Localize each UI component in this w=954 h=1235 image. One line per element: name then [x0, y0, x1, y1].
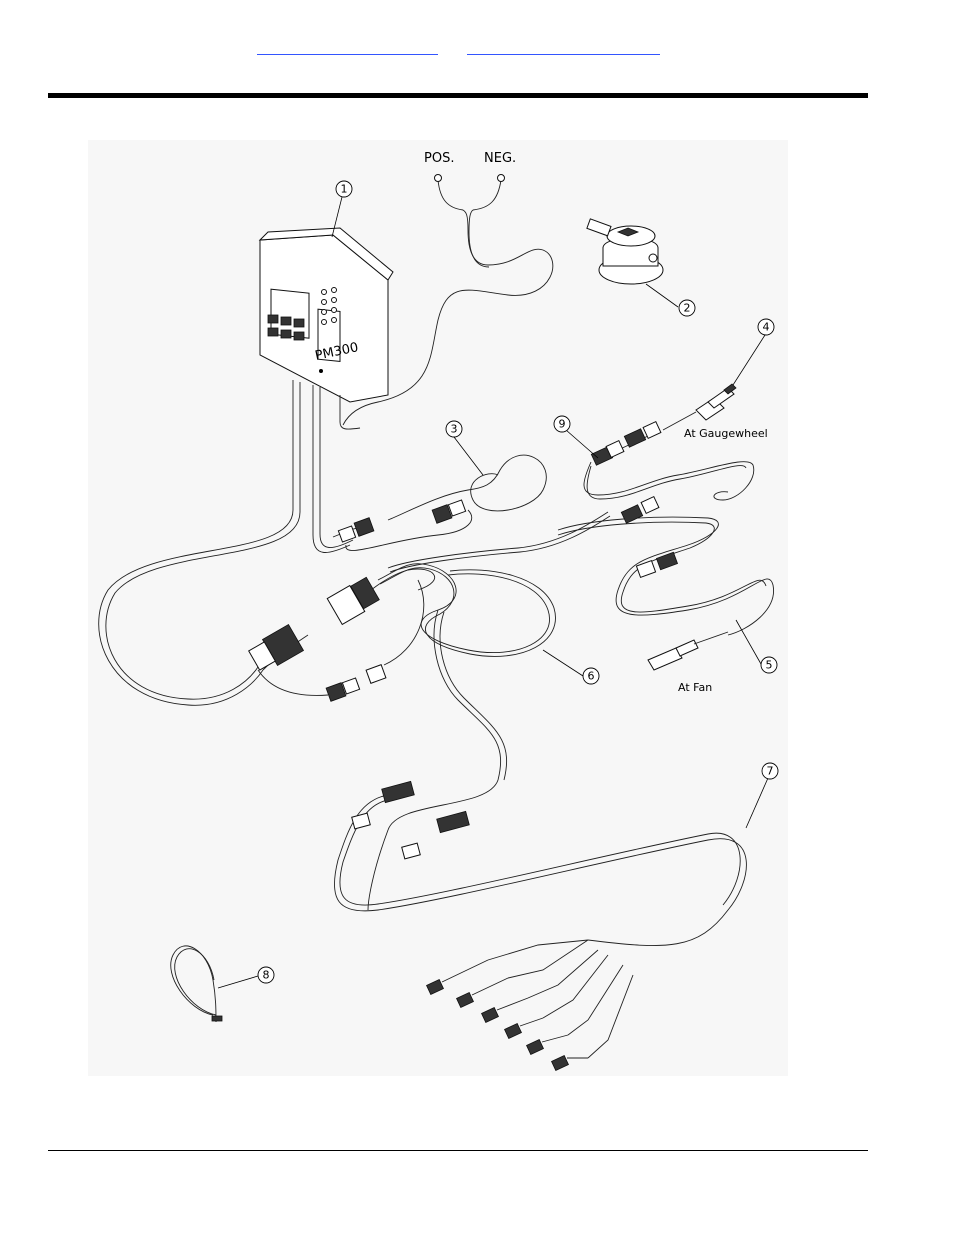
item-3-harness	[333, 455, 546, 550]
neg-label: NEG.	[484, 151, 516, 166]
svg-text:1: 1	[341, 183, 348, 196]
footer-rule	[48, 1150, 868, 1151]
svg-text:6: 6	[588, 670, 595, 683]
svg-text:5: 5	[766, 659, 773, 672]
svg-text:9: 9	[559, 418, 566, 431]
header-link-right[interactable]	[467, 38, 660, 55]
item-8-cable-tie	[171, 946, 222, 1022]
svg-text:2: 2	[684, 302, 691, 315]
pm300-monitor: PM300	[260, 228, 393, 402]
svg-text:8: 8	[263, 969, 270, 982]
header-link-left[interactable]	[257, 38, 438, 55]
pos-label: POS.	[424, 151, 454, 166]
svg-text:7: 7	[767, 765, 774, 778]
monitor-cables	[99, 380, 360, 705]
item-5-fan-sensor: At Fan	[558, 497, 774, 694]
svg-text:4: 4	[763, 321, 770, 334]
item-6-main-harness	[249, 512, 610, 910]
parts-diagram: POS. NEG. PM300	[88, 140, 788, 1076]
header-links	[0, 38, 954, 58]
fan-label: At Fan	[678, 681, 712, 694]
gaugewheel-label: At Gaugewheel	[684, 427, 768, 440]
item-2-sensor	[587, 219, 663, 284]
header-rule	[48, 93, 868, 98]
item-4-gaugewheel-sensor: At Gaugewheel	[584, 384, 768, 500]
svg-text:3: 3	[451, 423, 458, 436]
item-7-row-harness	[334, 781, 746, 1070]
